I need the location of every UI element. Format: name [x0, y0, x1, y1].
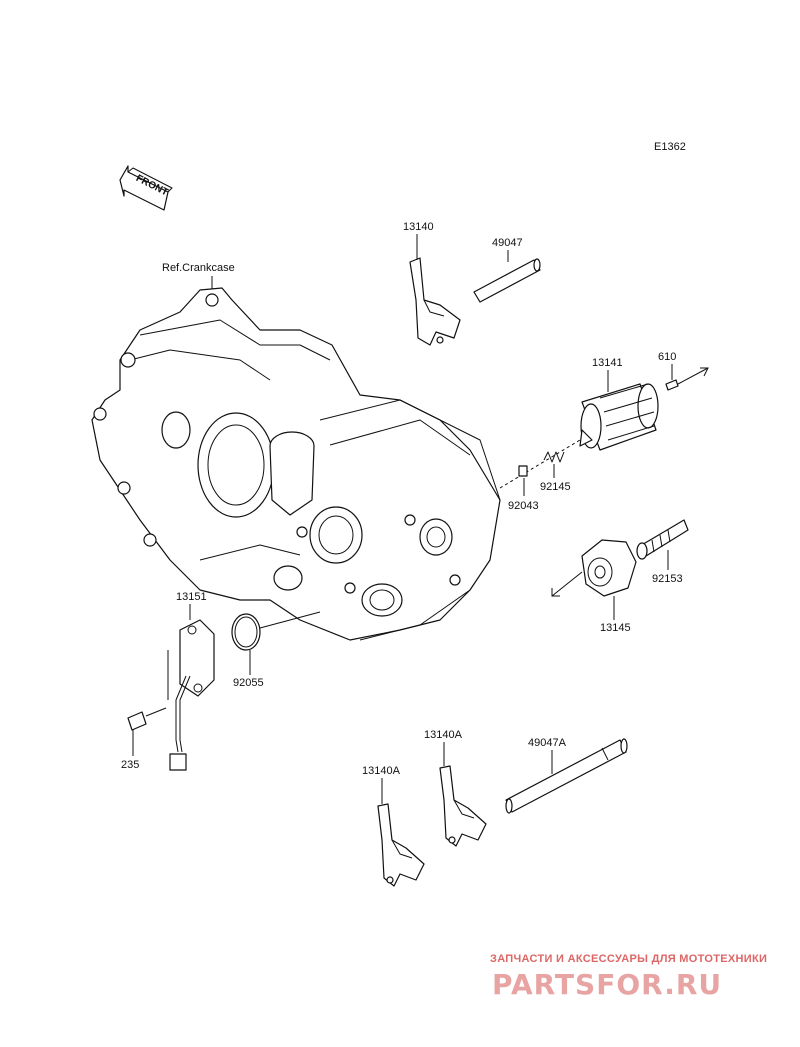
part-label-49047: 49047 [492, 237, 523, 249]
part-label-92043: 92043 [508, 500, 539, 512]
bolt-235 [127, 707, 167, 731]
gear-position-sensor-13151 [169, 619, 215, 771]
shift-drum-13141 [579, 383, 659, 451]
part-label-610: 610 [658, 351, 676, 363]
shift-fork-13140a-left [377, 803, 425, 887]
part-label-13151: 13151 [176, 591, 207, 603]
bolt-92153 [636, 519, 689, 560]
ref-crankcase-label: Ref.Crankcase [162, 262, 235, 274]
front-direction-arrow: FRONT [119, 165, 173, 211]
part-label-13141: 13141 [592, 357, 623, 369]
shaft-49047a [505, 738, 628, 814]
watermark-tagline: ЗАПЧАСТИ И АКСЕССУАРЫ ДЛЯ МОТОТЕХНИКИ [490, 953, 767, 965]
drum-cam-13145 [581, 539, 637, 597]
part-label-13145: 13145 [600, 622, 631, 634]
spring-92145 [543, 451, 565, 463]
o-ring-92055 [231, 613, 261, 651]
shift-fork-13140 [409, 257, 461, 346]
part-label-92145: 92145 [540, 481, 571, 493]
shaft-49047 [473, 258, 541, 303]
pin-92043 [518, 465, 528, 477]
part-label-13140: 13140 [403, 221, 434, 233]
crankcase [91, 287, 501, 641]
part-label-49047a: 49047A [528, 737, 567, 749]
part-label-92055: 92055 [233, 677, 264, 689]
part-label-13140a-left: 13140A [362, 765, 401, 777]
pin-610 [665, 379, 679, 391]
figure-code: E1362 [654, 141, 686, 153]
part-label-92153: 92153 [652, 573, 683, 585]
part-label-13140a-right: 13140A [424, 729, 463, 741]
part-label-235: 235 [121, 759, 139, 771]
shift-fork-13140a-right [439, 765, 487, 847]
watermark-brand: PARTSFOR.RU [492, 968, 722, 1001]
